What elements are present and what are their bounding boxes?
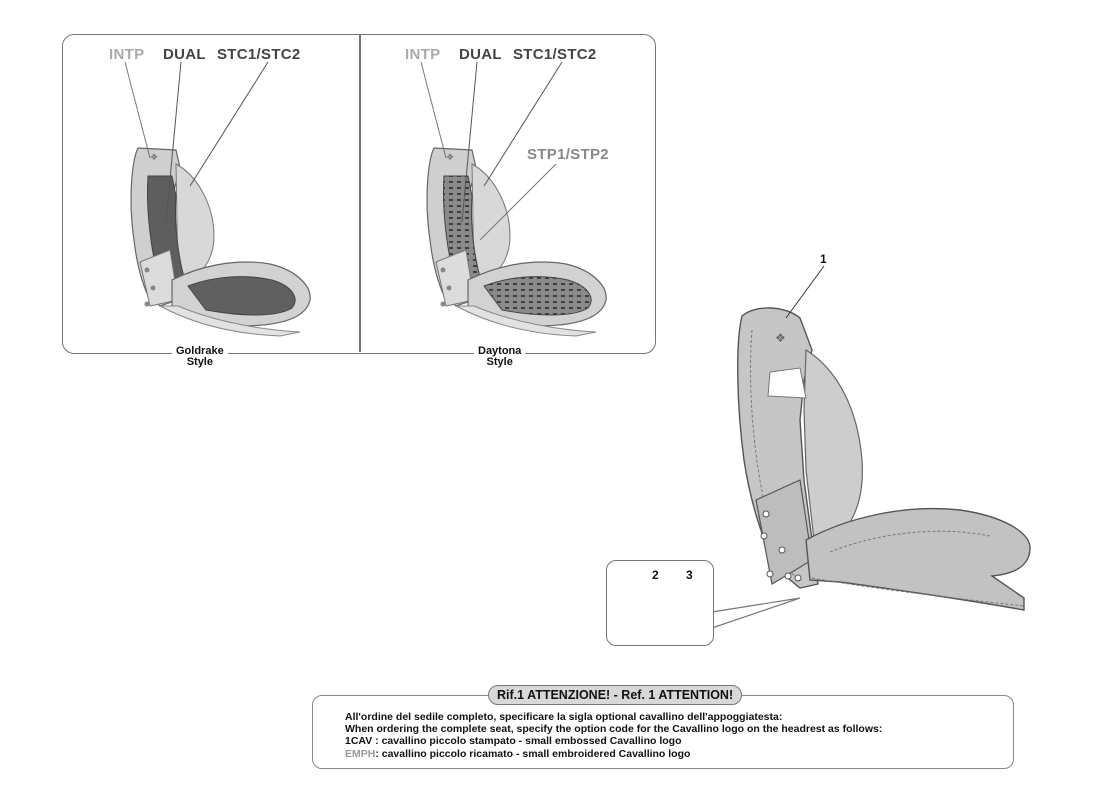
daytona-caption-line1: Daytona bbox=[478, 345, 522, 357]
attention-note-title: Rif.1 ATTENZIONE! - Ref. 1 ATTENTION! bbox=[488, 685, 743, 705]
kit-callout-pointer bbox=[711, 597, 801, 629]
option-text-1cav: : cavallino piccolo stampato - small emb… bbox=[372, 735, 682, 748]
goldrake-intp-label: INTP bbox=[109, 46, 145, 63]
goldrake-stc-label: STC1/STC2 bbox=[217, 46, 301, 63]
note-option-2: EMPH: cavallino piccolo ricamato - small… bbox=[345, 748, 882, 760]
daytona-dual-label: DUAL bbox=[459, 46, 502, 63]
option-code-1cav: 1CAV bbox=[345, 735, 373, 748]
attention-note-text: All'ordine del sedile completo, specific… bbox=[345, 711, 882, 760]
goldrake-dual-label: DUAL bbox=[163, 46, 206, 63]
daytona-seat-illustration: ❖ bbox=[420, 61, 607, 337]
goldrake-style-caption: Goldrake Style bbox=[172, 346, 228, 368]
part-number-1: 1 bbox=[820, 252, 827, 266]
note-option-1: 1CAV : cavallino piccolo stampato - smal… bbox=[345, 735, 882, 747]
svg-text:❖: ❖ bbox=[150, 153, 158, 163]
part-number-2: 2 bbox=[652, 568, 659, 582]
goldrake-caption-line2: Style bbox=[186, 356, 213, 368]
svg-text:❖: ❖ bbox=[775, 331, 786, 345]
note-line-italian: All'ordine del sedile completo, specific… bbox=[345, 711, 783, 723]
daytona-stp-label: STP1/STP2 bbox=[527, 146, 609, 163]
daytona-caption-line2: Style bbox=[486, 356, 513, 368]
note-line-english: When ordering the complete seat, specify… bbox=[345, 723, 883, 736]
fastener-kit-box bbox=[606, 560, 714, 646]
goldrake-seat-illustration: ❖ bbox=[124, 61, 311, 337]
goldrake-caption-line1: Goldrake bbox=[176, 345, 224, 357]
option-code-emph: EMPH bbox=[345, 747, 376, 760]
part-number-3: 3 bbox=[686, 568, 693, 582]
daytona-stc-label: STC1/STC2 bbox=[513, 46, 597, 63]
panel-divider bbox=[359, 34, 361, 352]
daytona-style-caption: Daytona Style bbox=[474, 345, 526, 368]
complete-seat-illustration: ❖ bbox=[737, 265, 1031, 611]
daytona-intp-label: INTP bbox=[405, 46, 441, 63]
svg-text:❖: ❖ bbox=[446, 153, 454, 163]
option-text-emph: : cavallino piccolo ricamato - small emb… bbox=[375, 747, 691, 760]
